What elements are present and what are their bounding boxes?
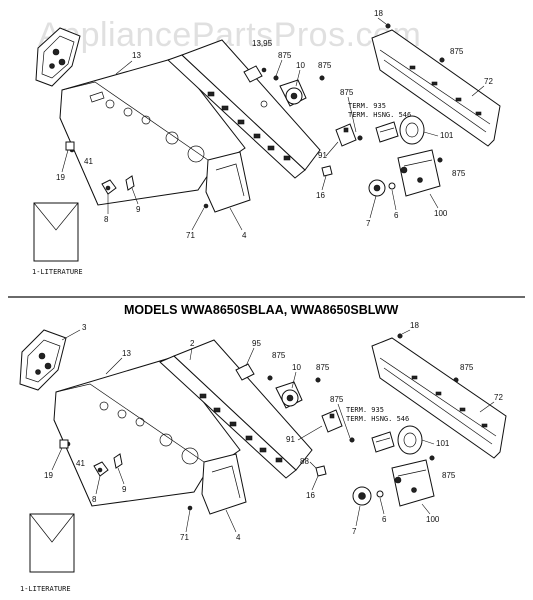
callout-6: 6 <box>394 211 399 220</box>
callout-71: 71 <box>180 533 189 542</box>
callout-13: 13 <box>132 51 141 60</box>
clip-lower <box>235 363 255 381</box>
callouts-lower: 3 13 2 95 875 10 875 18 875 72 875 101 9… <box>44 321 503 542</box>
callout-7: 7 <box>352 527 357 536</box>
knob-upper <box>368 179 396 197</box>
small-parts-lower <box>59 439 123 477</box>
callouts-upper: 13 13,95 875 10 875 875 18 875 72 101 91… <box>56 9 493 240</box>
literature-label-lower: 1-LITERATURE <box>20 585 71 593</box>
callout-91: 91 <box>286 435 295 444</box>
screws-upper <box>69 23 445 209</box>
backsplash-lower <box>371 337 507 459</box>
callout-875-e: 875 <box>452 169 466 178</box>
callout-41: 41 <box>76 459 85 468</box>
callout-18: 18 <box>410 321 419 330</box>
end-cap-lower <box>19 329 67 391</box>
callout-13: 13 <box>122 349 131 358</box>
terminal-housing-lower <box>371 431 395 453</box>
callout-19: 19 <box>56 173 65 182</box>
callout-100: 100 <box>426 515 440 524</box>
callout-4: 4 <box>236 533 241 542</box>
callout-8: 8 <box>104 215 109 224</box>
callout-91: 91 <box>318 151 327 160</box>
callout-3: 3 <box>82 323 87 332</box>
timer-lower <box>391 459 435 507</box>
lower-exploded-view: 1-LITERATURE TERM. 935 TERM. HSNG. 546 3… <box>19 321 507 593</box>
callout-2: 2 <box>190 339 195 348</box>
end-bracket-lower <box>201 453 247 515</box>
timer-upper <box>397 149 441 197</box>
literature-label-upper: 1-LITERATURE <box>32 268 83 276</box>
clip-upper <box>243 65 267 83</box>
pressure-switch-lower <box>275 381 303 409</box>
end-bracket-upper <box>205 151 251 213</box>
term-label-upper: TERM. 935 <box>348 102 386 110</box>
callout-10: 10 <box>296 61 305 70</box>
callout-16: 16 <box>306 491 315 500</box>
switch-91-upper <box>335 123 357 147</box>
section-title: MODELS WWA8650SBLAA, WWA8650SBLWW <box>124 303 399 317</box>
end-cap-upper <box>35 27 81 87</box>
callout-875-e: 875 <box>442 471 456 480</box>
upper-exploded-view: 1-LITERATURE TERM. 935 TERM. HSNG. 546 1… <box>32 9 501 276</box>
terminal-housing-upper <box>375 121 399 143</box>
callout-71: 71 <box>186 231 195 240</box>
callout-95: 95 <box>252 339 261 348</box>
callout-875-b: 875 <box>316 363 330 372</box>
callout-8: 8 <box>92 495 97 504</box>
callout-101: 101 <box>440 131 454 140</box>
callout-72: 72 <box>494 393 503 402</box>
term-housing-label-upper: TERM. HSNG. 546 <box>348 111 411 119</box>
callout-875-a: 875 <box>278 51 292 60</box>
callout-6: 6 <box>382 515 387 524</box>
callout-41: 41 <box>84 157 93 166</box>
control-panel-upper <box>59 57 246 206</box>
callout-875-b: 875 <box>318 61 332 70</box>
callout-875-d: 875 <box>450 47 464 56</box>
callout-100: 100 <box>434 209 448 218</box>
callout-875-c: 875 <box>460 363 474 372</box>
term-label-lower: TERM. 935 <box>346 406 384 414</box>
callout-875-c: 875 <box>340 88 354 97</box>
literature-envelope-upper <box>33 202 79 262</box>
callout-101: 101 <box>436 439 450 448</box>
screw-16-upper <box>321 165 333 177</box>
small-parts-upper <box>65 141 135 195</box>
knob-lower <box>352 486 384 506</box>
callout-875-a: 875 <box>272 351 286 360</box>
screw-16-lower <box>315 465 327 477</box>
callout-4: 4 <box>242 231 247 240</box>
callout-10: 10 <box>292 363 301 372</box>
timer-motor-upper <box>399 115 425 145</box>
callout-875-d: 875 <box>330 395 344 404</box>
callout-88: 88 <box>300 457 309 466</box>
callout-7: 7 <box>366 219 371 228</box>
rear-panel-upper <box>167 39 321 179</box>
callout-9: 9 <box>122 485 127 494</box>
callout-18: 18 <box>374 9 383 18</box>
term-housing-label-lower: TERM. HSNG. 546 <box>346 415 409 423</box>
timer-motor-lower <box>397 425 423 455</box>
callout-16: 16 <box>316 191 325 200</box>
callout-19: 19 <box>44 471 53 480</box>
pressure-switch-upper <box>279 79 307 107</box>
rear-panel-lower <box>159 339 313 479</box>
callout-9: 9 <box>136 205 141 214</box>
switch-91-lower <box>321 409 343 433</box>
backsplash-upper <box>371 29 501 147</box>
literature-envelope-lower <box>29 513 75 573</box>
callout-13-95: 13,95 <box>252 39 273 48</box>
callout-72: 72 <box>484 77 493 86</box>
